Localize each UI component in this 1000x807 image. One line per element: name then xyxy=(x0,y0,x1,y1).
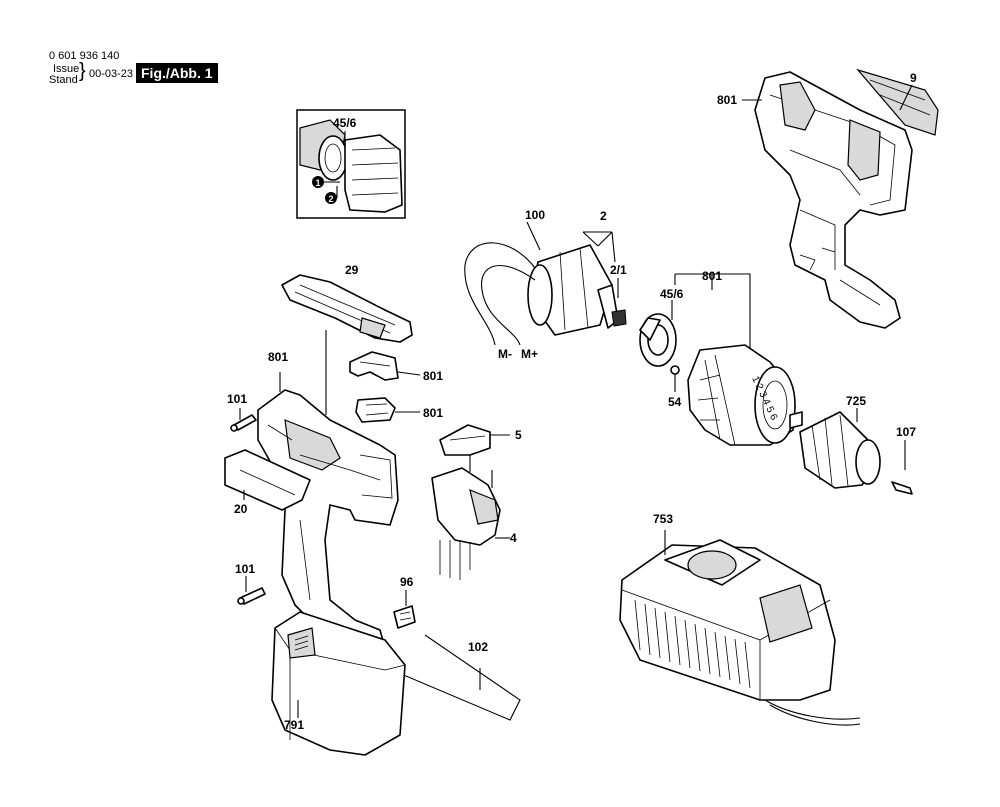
callout-102: 102 xyxy=(468,640,489,654)
brace: } xyxy=(79,60,86,82)
top-cover xyxy=(281,274,413,343)
battery-pack xyxy=(271,611,406,756)
callout-29: 29 xyxy=(345,263,359,277)
callout-101-b: 101 xyxy=(235,562,256,576)
clip-upper xyxy=(349,351,399,381)
screw-107 xyxy=(891,440,913,495)
callout-101-a: 101 xyxy=(227,392,248,406)
callout-m-minus: M- xyxy=(498,347,512,361)
marker-1 xyxy=(312,176,324,188)
motor xyxy=(527,244,627,336)
callout-801-top: 801 xyxy=(717,93,738,107)
switch-unit xyxy=(431,467,501,580)
callout-2-1: 2/1 xyxy=(610,263,627,277)
housing-half-right xyxy=(754,71,913,329)
switch-cover xyxy=(439,424,491,456)
label-plate xyxy=(224,449,311,511)
callout-54: 54 xyxy=(668,395,682,409)
wire-clip xyxy=(379,634,521,721)
screw-101-lower xyxy=(237,587,266,605)
callout-801-b: 801 xyxy=(423,369,444,383)
clip-lower xyxy=(355,397,396,423)
screw-101-upper xyxy=(230,414,257,432)
callout-753: 753 xyxy=(653,512,674,526)
terminal xyxy=(393,605,416,629)
housing-half-left xyxy=(257,389,399,656)
callout-801-a: 801 xyxy=(268,350,289,364)
callout-791: 791 xyxy=(284,718,305,732)
callout-801-gear: 801 xyxy=(702,269,723,283)
callout-45-6: 45/6 xyxy=(660,287,684,301)
callout-2: 2 xyxy=(600,209,607,223)
part-number: 0 601 936 140 xyxy=(49,50,120,62)
callout-20: 20 xyxy=(234,502,248,516)
marker-2 xyxy=(325,192,337,204)
callout-96: 96 xyxy=(400,575,414,589)
callout-801-c: 801 xyxy=(423,406,444,420)
callout-4: 4 xyxy=(510,531,517,545)
callout-100: 100 xyxy=(525,208,546,222)
callout-5: 5 xyxy=(515,428,522,442)
nameplate-9 xyxy=(856,68,939,136)
svg-text:1: 1 xyxy=(316,178,321,188)
callout-9: 9 xyxy=(910,71,917,85)
figure-title: Fig./Abb. 1 xyxy=(136,63,218,83)
callout-45-6-inset: 45/6 xyxy=(333,116,357,130)
stand-label: Stand xyxy=(49,74,78,86)
charger xyxy=(619,539,836,701)
inset-detail: 1 2 xyxy=(296,109,406,219)
screw-54 xyxy=(670,365,680,392)
gearbox: 1 2 3 4 5 6 xyxy=(687,344,803,446)
issue-label: Issue xyxy=(53,63,80,75)
callout-725: 725 xyxy=(846,394,867,408)
issue-date: 00-03-23 xyxy=(89,68,134,80)
chuck xyxy=(799,411,881,489)
ring-gear xyxy=(639,313,677,367)
callout-107: 107 xyxy=(896,425,917,439)
callout-m-plus: M+ xyxy=(521,347,539,361)
svg-text:2: 2 xyxy=(329,194,334,204)
